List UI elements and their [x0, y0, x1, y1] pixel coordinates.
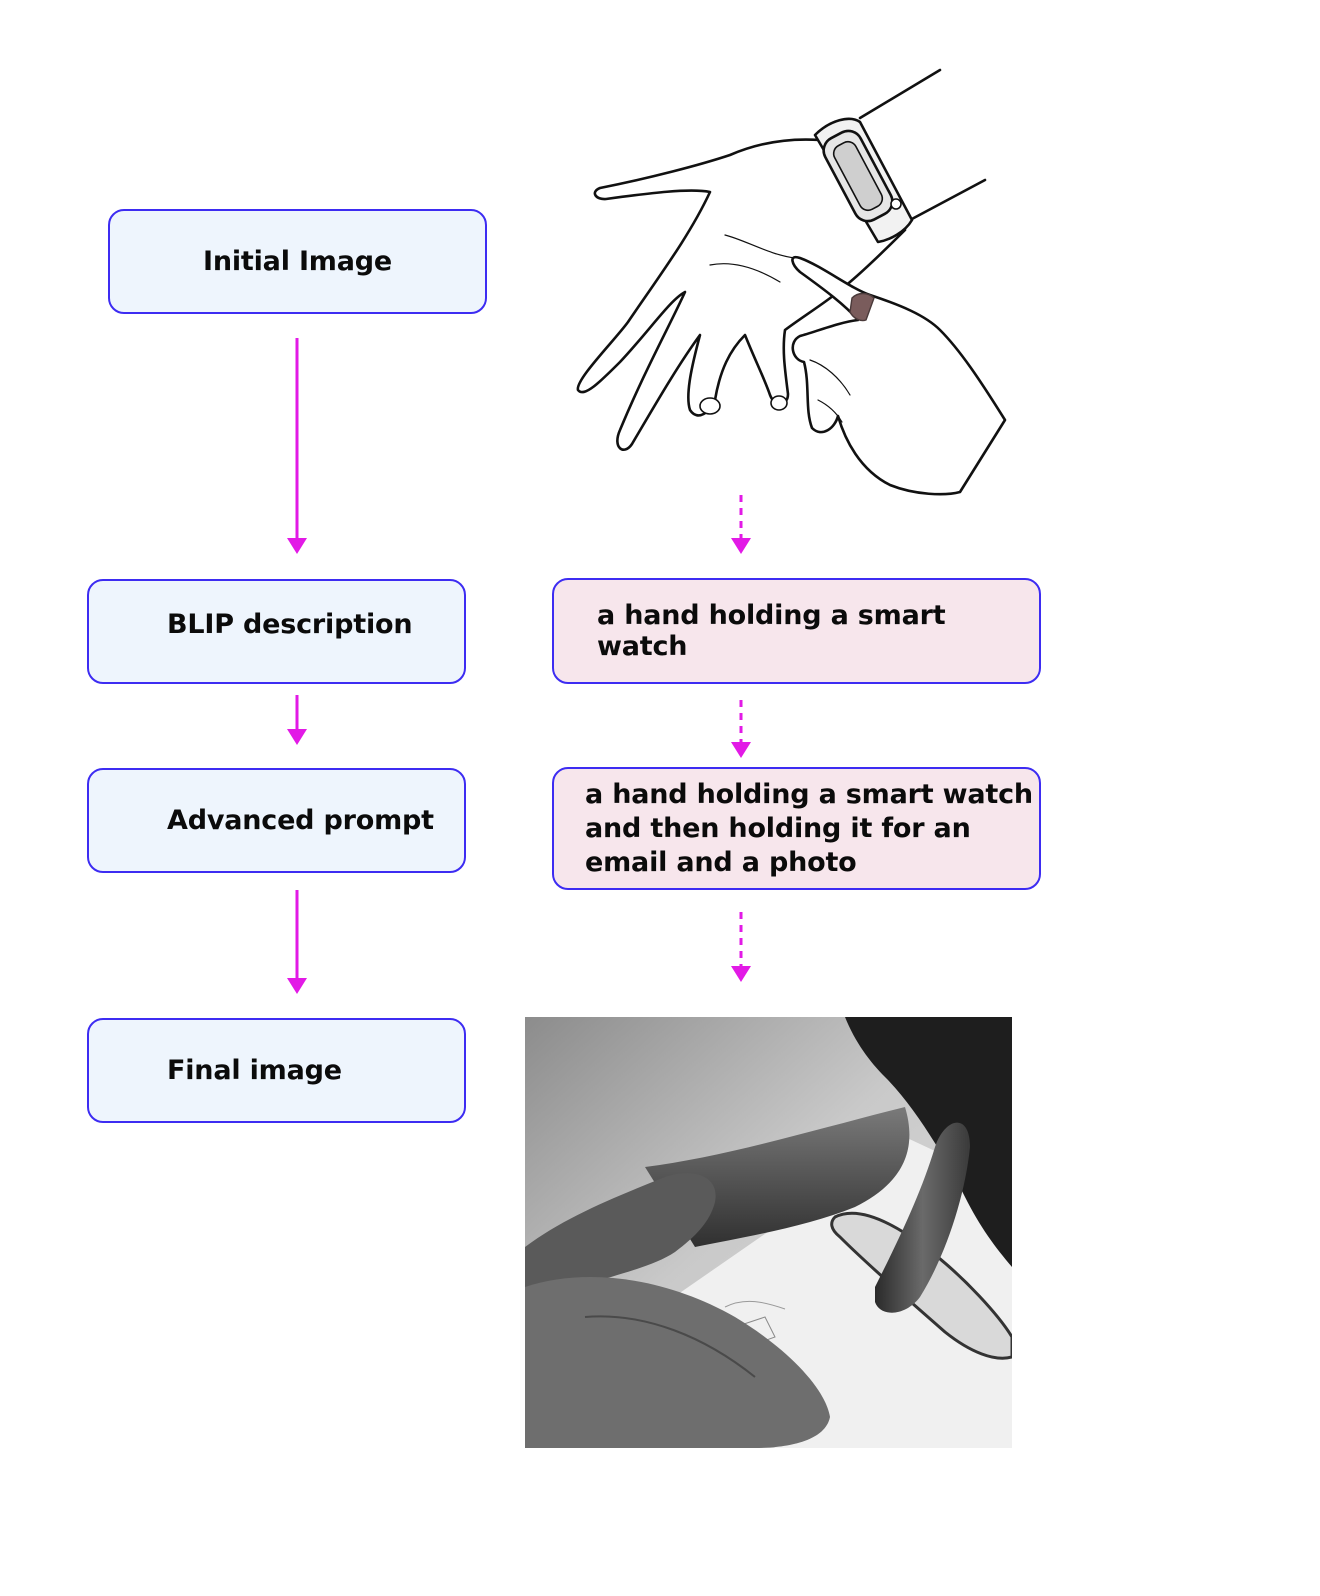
prompt-line: a hand holding a smart watch — [585, 778, 1033, 810]
advanced-prompt-output-box: a hand holding a smart watch and then ho… — [552, 767, 1041, 890]
sleeve-line — [908, 178, 987, 222]
prompt-line: email and a photo — [585, 846, 857, 878]
step-label: Initial Image — [203, 246, 392, 277]
left-hand — [525, 1173, 716, 1307]
pointing-finger — [875, 1122, 970, 1313]
arrowhead — [287, 729, 307, 745]
step-label: BLIP description — [167, 609, 413, 640]
initial-image-illustration — [576, 68, 1007, 496]
ring — [849, 292, 875, 322]
arrowhead — [287, 538, 307, 554]
final-image-photo — [525, 1017, 1012, 1448]
arrowhead — [731, 742, 751, 758]
dark-arm — [845, 1017, 1012, 1267]
step-final-image: Final image — [87, 1018, 466, 1123]
sleeve-line — [858, 68, 942, 120]
prompt-line: and then holding it for an — [585, 812, 971, 844]
step-blip-description: BLIP description — [87, 579, 466, 684]
arrowhead — [731, 966, 751, 982]
step-advanced-prompt: Advanced prompt — [87, 768, 466, 873]
touching-hand — [791, 255, 1007, 496]
open-hand — [576, 138, 907, 451]
arrowhead — [287, 978, 307, 994]
blip-output-text: a hand holding a smart watch — [597, 600, 946, 662]
blip-output-box: a hand holding a smart watch — [552, 578, 1041, 684]
bottom-hand — [525, 1277, 830, 1448]
step-initial-image: Initial Image — [108, 209, 487, 314]
arrowhead — [731, 538, 751, 554]
step-label: Final image — [167, 1055, 342, 1086]
advanced-prompt-text: a hand holding a smart watch and then ho… — [585, 778, 1033, 880]
step-label: Advanced prompt — [167, 805, 434, 836]
